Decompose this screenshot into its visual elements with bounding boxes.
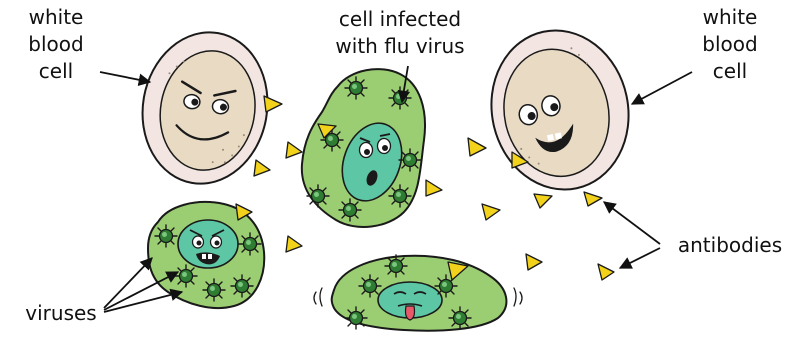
infected-cell-bottom xyxy=(314,255,522,331)
label-viruses: viruses xyxy=(16,300,106,327)
label-infected-cell: cell infected with flu virus xyxy=(320,6,480,60)
label-white-blood-cell-right: white blood cell xyxy=(692,4,768,85)
infected-cell-top xyxy=(302,69,425,227)
label-white-blood-cell-left: white blood cell xyxy=(18,4,94,85)
white-blood-cell-right xyxy=(477,18,643,203)
label-antibodies: antibodies xyxy=(662,232,798,259)
infected-cell-left xyxy=(148,202,264,308)
